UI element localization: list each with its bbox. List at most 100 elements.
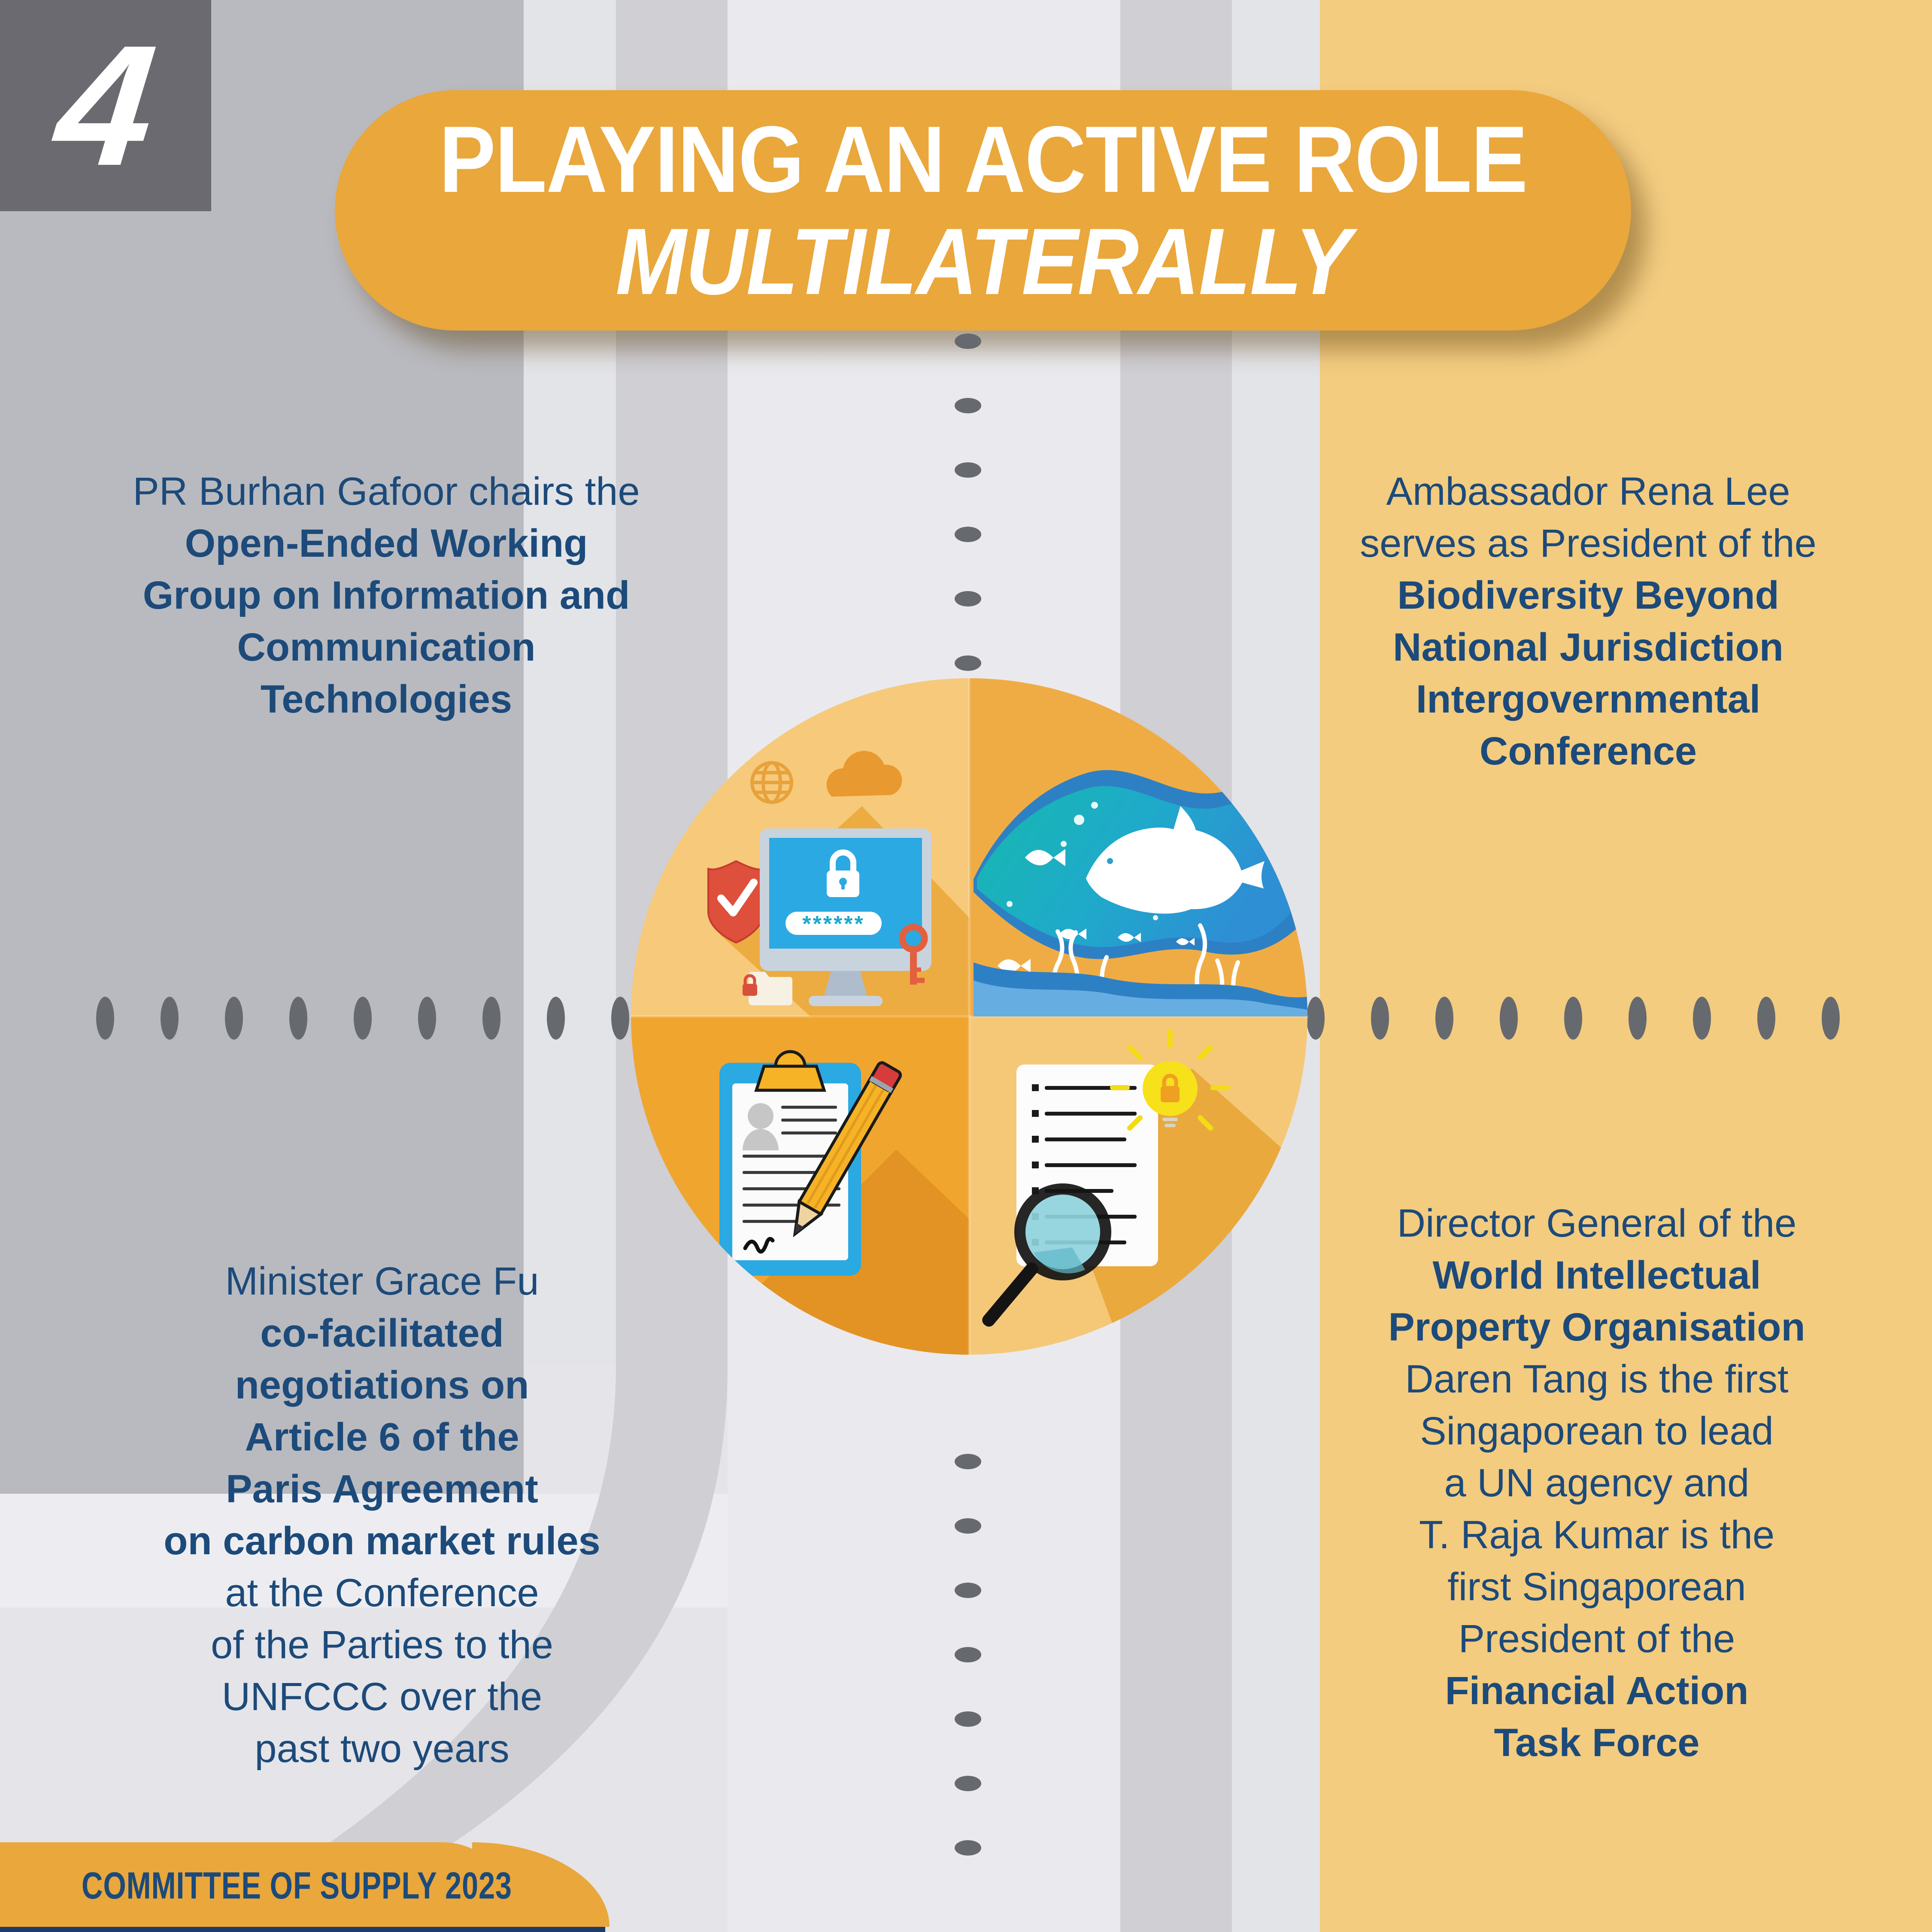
- text-line: Open-Ended Working: [185, 522, 588, 565]
- cybersecurity-illustration: ******: [707, 751, 931, 1006]
- text-line: President of the: [1458, 1617, 1735, 1661]
- section-number-badge: 4: [0, 0, 211, 211]
- dot: [1629, 997, 1647, 1040]
- signature-icon: [743, 1237, 775, 1254]
- text-line: Group on Information and: [143, 573, 630, 617]
- shield-check-icon: [707, 860, 765, 944]
- dot: [955, 1647, 981, 1662]
- ocean-bottom-wave-light: [974, 980, 1307, 1016]
- text-line: Task Force: [1494, 1721, 1700, 1765]
- text-line: co-facilitated: [260, 1311, 504, 1355]
- clipboard-illustration: [719, 1050, 902, 1276]
- dot: [1564, 997, 1582, 1040]
- dot: [161, 997, 179, 1040]
- dot: [96, 997, 114, 1040]
- dot: [955, 1840, 981, 1856]
- text-line: past two years: [255, 1727, 510, 1771]
- road-curve-stripe: [185, 1365, 728, 1932]
- dot: [955, 1454, 981, 1469]
- text-line: UNFCCC over the: [221, 1675, 543, 1719]
- password-asterisks: ******: [802, 912, 864, 937]
- text-line: Daren Tang is the first: [1405, 1357, 1789, 1401]
- dot: [955, 1711, 981, 1727]
- dotted-line-bottom-center: [955, 1454, 981, 1856]
- dot: [1757, 997, 1775, 1040]
- road-curve-swoosh: [185, 1365, 728, 1932]
- locked-folder-icon: [743, 972, 792, 1005]
- title-banner: PLAYING AN ACTIVE ROLE MULTILATERALLY: [335, 90, 1631, 331]
- dot: [955, 655, 981, 671]
- dot: [482, 997, 500, 1040]
- dot: [955, 462, 981, 478]
- text-line: Ambassador Rena Lee: [1386, 470, 1790, 513]
- dot: [955, 527, 981, 542]
- dot: [354, 997, 372, 1040]
- text-line: National Jurisdiction: [1393, 625, 1783, 669]
- monitor-lock-icon: ******: [760, 828, 931, 1006]
- text-line: Minister Grace Fu: [225, 1259, 539, 1303]
- dotted-line-right: [1307, 997, 1840, 1040]
- text-line: of the Parties to the: [211, 1623, 553, 1667]
- text-line: Singaporean to lead: [1420, 1409, 1774, 1453]
- text-line: on carbon market rules: [164, 1519, 601, 1563]
- password-field: [786, 912, 882, 935]
- person-icon: [743, 1103, 779, 1150]
- text-block-bbnj: Ambassador Rena Lee serves as President o…: [1296, 466, 1880, 777]
- text-line: a UN agency and: [1444, 1461, 1750, 1505]
- dot: [1371, 997, 1389, 1040]
- central-quadrant-circle: ******: [630, 677, 1308, 1356]
- dot: [955, 1518, 981, 1534]
- dot: [955, 334, 981, 349]
- text-line: Communication: [237, 625, 536, 669]
- dolphin-eye: [1107, 858, 1113, 864]
- bottom-navy-strip: [0, 1927, 605, 1932]
- key-icon: [899, 924, 928, 985]
- text-block-paris-unfccc: Minister Grace Fu co-facilitated negotiati…: [47, 1256, 717, 1775]
- dot: [955, 1776, 981, 1791]
- dotted-line-left: [96, 997, 629, 1040]
- text-line: PR Burhan Gafoor chairs the: [133, 470, 640, 513]
- ocean-illustration: [974, 770, 1307, 1016]
- dot: [1822, 997, 1840, 1040]
- text-line: Technologies: [260, 677, 513, 721]
- text-line: Director General of the: [1397, 1201, 1797, 1245]
- page-title-line1: PLAYING AN ACTIVE ROLE: [439, 106, 1528, 212]
- footer-tab: [0, 1842, 515, 1927]
- dot: [547, 997, 565, 1040]
- globe-icon: [750, 761, 793, 804]
- text-line: Conference: [1479, 729, 1697, 773]
- dot: [418, 997, 436, 1040]
- dot: [1307, 997, 1325, 1040]
- dot: [289, 997, 307, 1040]
- checklist-illustration: [982, 1029, 1230, 1327]
- dot: [611, 997, 629, 1040]
- text-line: Intergovernmental: [1416, 677, 1761, 721]
- text-line: first Singaporean: [1447, 1565, 1746, 1609]
- dot: [955, 398, 981, 413]
- text-line: Paris Agreement: [226, 1467, 538, 1511]
- text-line: Property Organisation: [1388, 1305, 1805, 1349]
- text-line: Financial Action: [1445, 1669, 1749, 1713]
- section-number: 4: [48, 9, 164, 201]
- text-line: negotiations on: [235, 1363, 529, 1407]
- dot: [225, 997, 243, 1040]
- dot: [1500, 997, 1518, 1040]
- text-line: Biodiversity Beyond: [1397, 573, 1779, 617]
- text-line: at the Conference: [225, 1571, 539, 1615]
- footer-label: COMMITTEE OF SUPPLY 2023: [82, 1864, 512, 1907]
- text-line: World Intellectual: [1432, 1253, 1761, 1297]
- long-shadow-bl: [759, 1149, 969, 1355]
- pencil-icon: [793, 1061, 902, 1237]
- cloud-upload-icon: [826, 751, 902, 797]
- dolphin-icon: [1086, 806, 1265, 914]
- magnifier-icon: [982, 1183, 1111, 1327]
- dotted-line-top-center: [955, 334, 981, 671]
- page-title-line2: MULTILATERALLY: [615, 209, 1351, 314]
- text-line: T. Raja Kumar is the: [1419, 1513, 1775, 1557]
- lightbulb-lock-icon: [1110, 1029, 1230, 1131]
- text-line: serves as President of the: [1360, 522, 1817, 565]
- dot: [1435, 997, 1453, 1040]
- dot: [1693, 997, 1711, 1040]
